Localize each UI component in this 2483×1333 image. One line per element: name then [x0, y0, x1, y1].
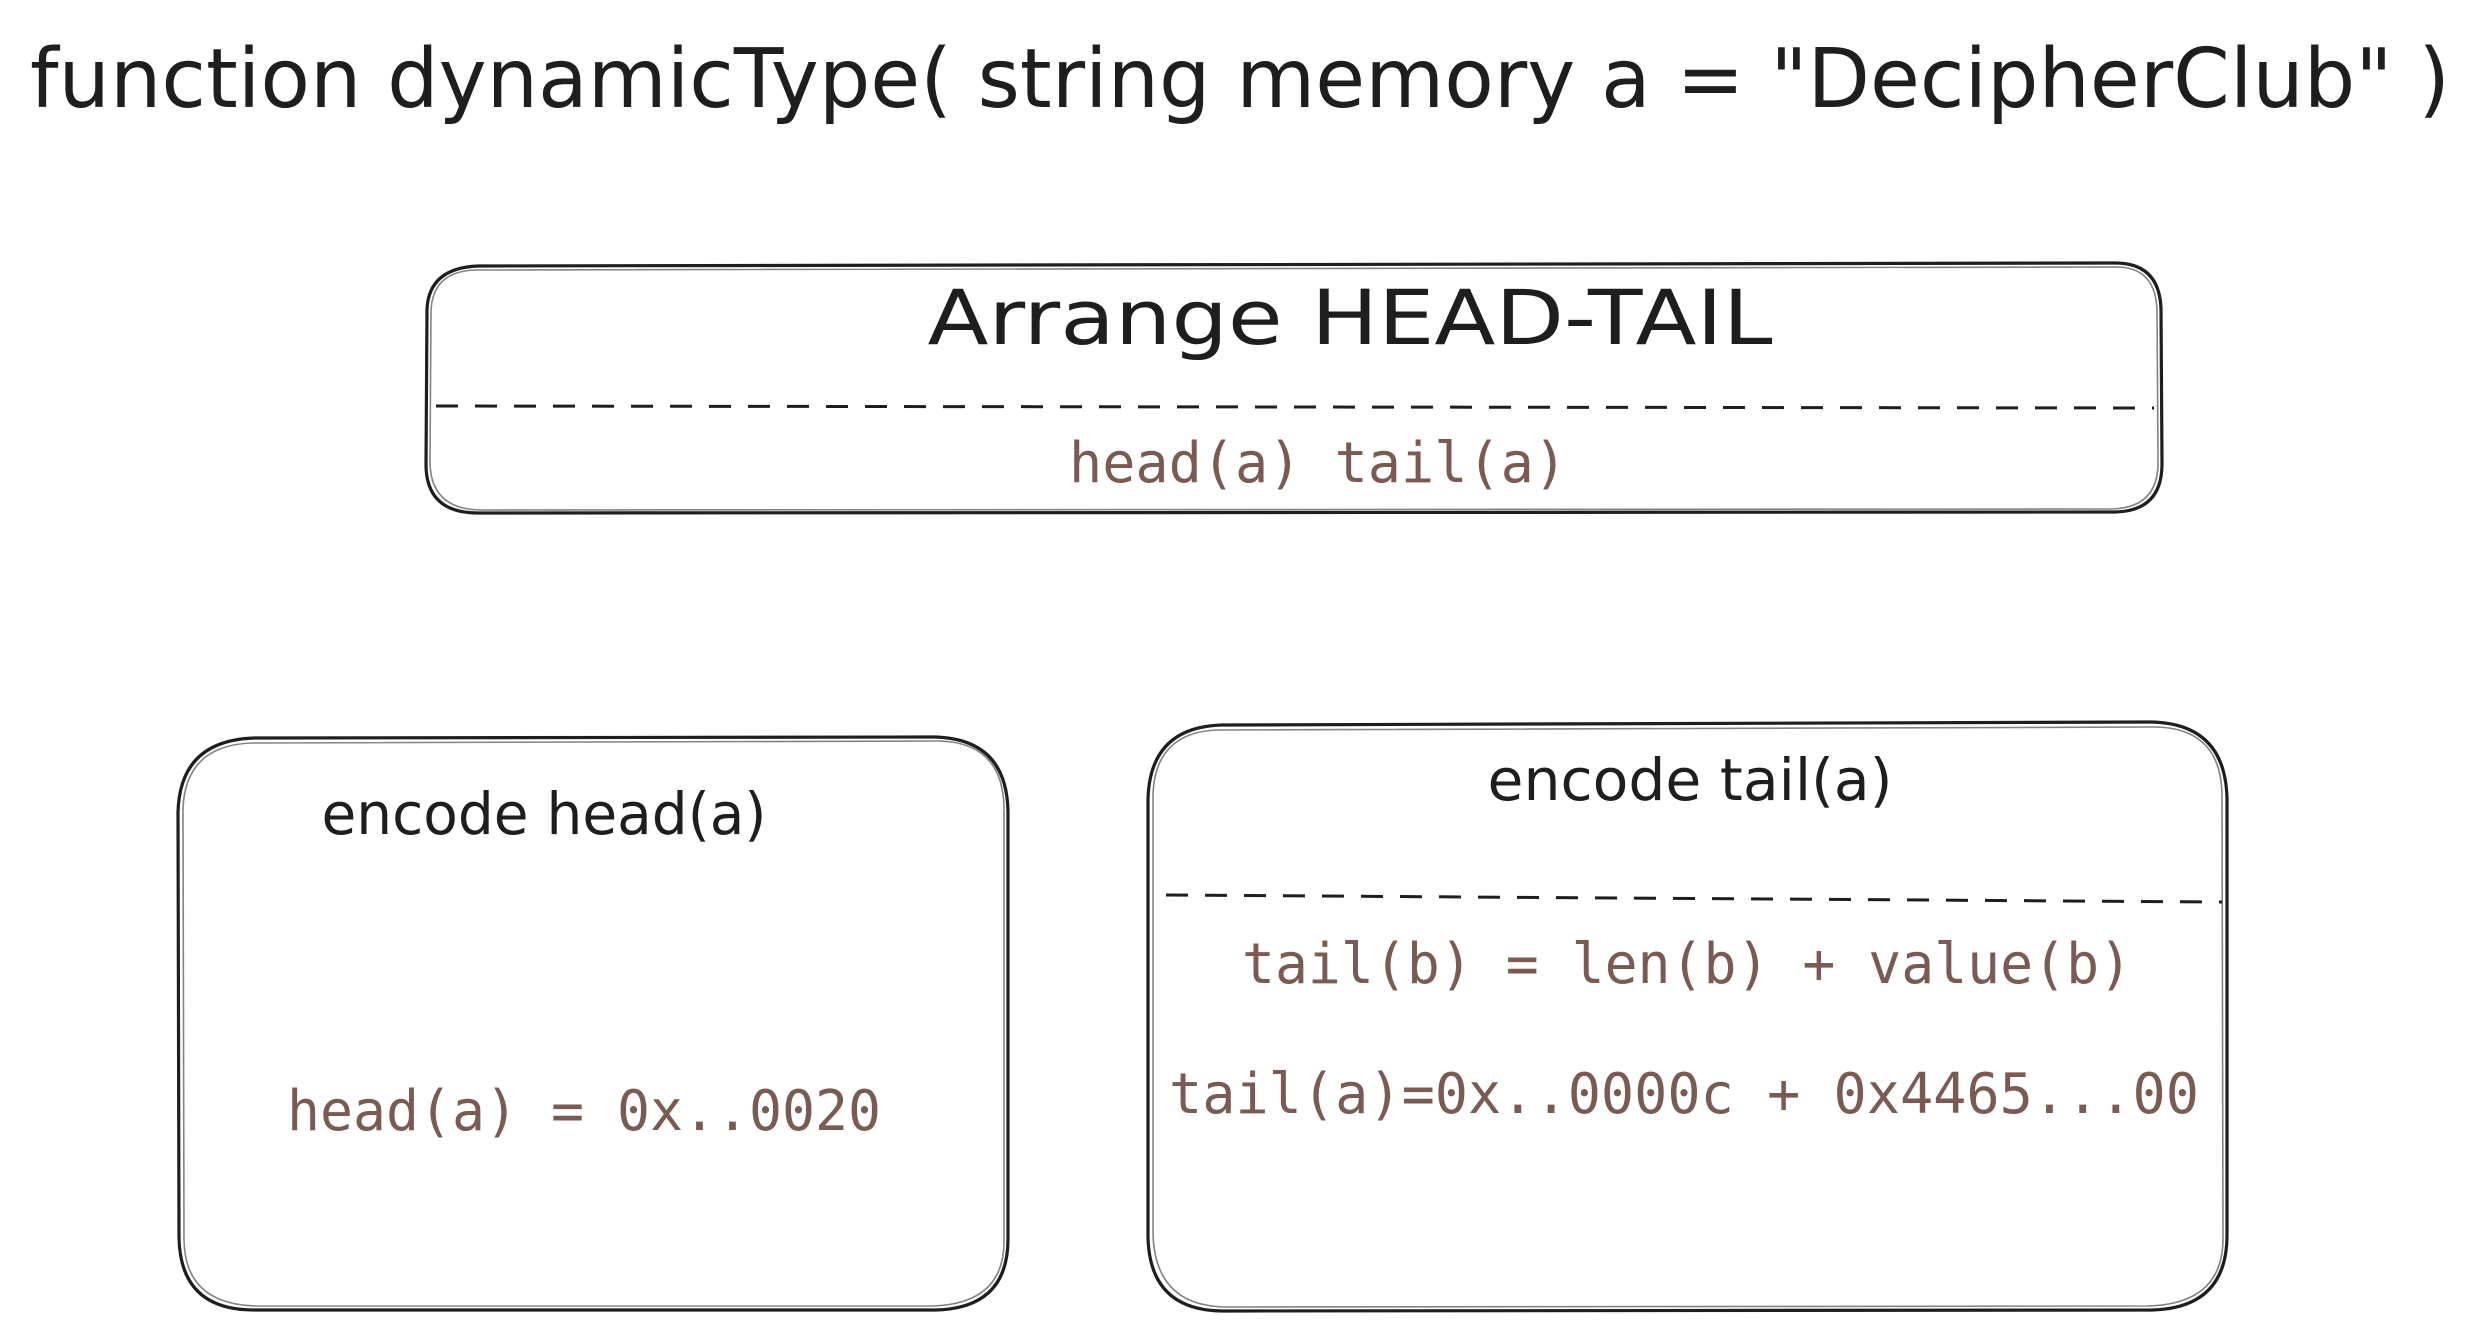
arrange-box-border	[424, 261, 2164, 515]
head-box-border-sketch	[182, 740, 1005, 1307]
diagram-title: function dynamicType( string memory a = …	[30, 32, 2450, 127]
tail-box-divider	[1165, 893, 2223, 904]
encode-head-box: encode head(a) head(a) = 0x..0020	[176, 735, 1010, 1312]
tail-box-heading: encode tail(a)	[1488, 746, 1893, 814]
head-box-code: head(a) = 0x..0020	[287, 1079, 881, 1144]
arrange-box-border-sketch	[429, 266, 2159, 511]
arrange-head-tail-box: Arrange HEAD-TAIL head(a) tail(a)	[424, 261, 2164, 515]
tail-box-border	[1146, 720, 2229, 1313]
tail-box-border-sketch	[1152, 726, 2224, 1308]
head-box-heading: encode head(a)	[322, 780, 767, 848]
arrange-box-divider	[435, 404, 2155, 410]
arrange-box-heading: Arrange HEAD-TAIL	[928, 273, 1773, 362]
tail-box-formula: tail(b) = len(b) + value(b)	[1242, 932, 2132, 997]
tail-box-code: tail(a)=0x..0000c + 0x4465...00	[1169, 1062, 2199, 1127]
head-box-border	[176, 735, 1010, 1312]
encode-tail-box: encode tail(a) tail(b) = len(b) + value(…	[1146, 720, 2229, 1313]
arrange-box-code: head(a) tail(a)	[1069, 431, 1567, 496]
